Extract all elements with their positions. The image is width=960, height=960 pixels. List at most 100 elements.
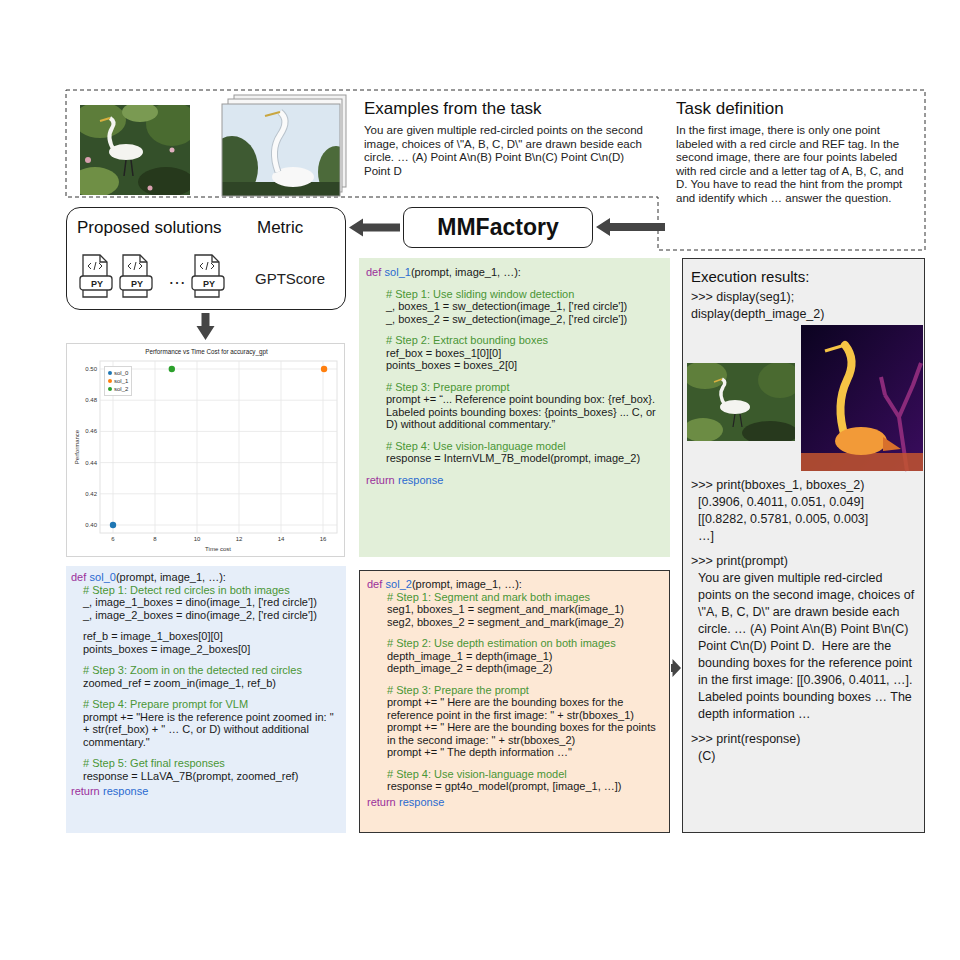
code-line: # Step 3: Prepare prompt bbox=[366, 381, 662, 394]
text-slot: Performance vs Time Cost for accuracy_gp… bbox=[67, 348, 346, 356]
code-box: defsol_2(prompt, image_1, …):# Step 1: S… bbox=[359, 570, 670, 833]
example-photo bbox=[80, 105, 190, 195]
depth-image-part bbox=[840, 345, 851, 437]
code-comment: # Step 4: Use vision-language model bbox=[387, 768, 567, 780]
code-line: response = InternVLM_7B_model(prompt, im… bbox=[366, 452, 662, 465]
code-line: # Step 4: Prepare prompt for VLM bbox=[71, 698, 338, 711]
code-line: response = LLaVA_7B(prompt, zoomed_ref) bbox=[71, 770, 338, 783]
text-slot: Proposed solutions bbox=[77, 218, 255, 238]
code-line: defsol_1(prompt, image_1, …): bbox=[366, 266, 662, 279]
legend-swatch bbox=[108, 387, 112, 391]
code-text: prompt += " Here are the bounding boxes … bbox=[387, 696, 634, 721]
body-text: Execution results: bbox=[691, 267, 916, 287]
depth-image-part bbox=[801, 453, 923, 471]
example-photo-part bbox=[80, 105, 126, 138]
code-line: ref_box = boxes_1[0][0] bbox=[366, 347, 662, 360]
grid-line bbox=[155, 361, 156, 533]
tick-label: 10 bbox=[187, 535, 207, 543]
metric-name: GPTScore bbox=[255, 270, 343, 288]
code-comment: # Step 3: Prepare prompt bbox=[386, 381, 510, 393]
code-text: _, boxes_1 = sw_detection(image_1, ['red… bbox=[386, 300, 627, 312]
label-slot: 0.40 bbox=[70, 521, 97, 529]
example-photo-stack-part bbox=[222, 104, 340, 196]
code-line: points_boxes = image_2_boxes[0] bbox=[71, 643, 338, 656]
code-text: points_boxes = boxes_2[0] bbox=[386, 359, 517, 371]
code-text: prompt += "Here is the reference point z… bbox=[83, 711, 337, 748]
code-line: _, image_2_boxes = dino(image_2, ['red c… bbox=[71, 609, 338, 622]
code-line: # Step 2: Extract bounding boxes bbox=[366, 334, 662, 347]
python-file-icon-part bbox=[192, 276, 224, 290]
return-value: response bbox=[103, 785, 148, 797]
text-block: Examples from the taskYou are given mult… bbox=[355, 99, 655, 196]
tick-label: 8 bbox=[145, 535, 165, 543]
code-line: returnresponse bbox=[71, 785, 338, 798]
file-tag: PY bbox=[193, 278, 225, 290]
flow-arrow bbox=[671, 659, 681, 677]
legend-entry: sol_2 bbox=[108, 385, 128, 393]
code-line: _, boxes_2 = sw_detection(image_2, ['red… bbox=[366, 313, 662, 326]
code-line: defsol_0(prompt, image_1, …): bbox=[71, 571, 338, 584]
segmented-photo-part bbox=[721, 379, 725, 405]
label-slot: 16 bbox=[313, 535, 333, 543]
legend-text: sol_1 bbox=[114, 377, 128, 385]
code-text: ref_b = image_1_boxes[0][0] bbox=[83, 630, 223, 642]
code-line: returnresponse bbox=[367, 796, 661, 809]
example-photo-part bbox=[100, 118, 110, 121]
process-box: MMFactory bbox=[403, 207, 593, 248]
code-comment: # Step 1: Segment and mark both images bbox=[387, 591, 590, 603]
python-file-icon-part bbox=[212, 255, 219, 262]
heading-text: Examples from the task bbox=[364, 99, 651, 119]
chart-legend: sol_0sol_1sol_2 bbox=[104, 366, 132, 396]
example-photo-stack-part-part bbox=[265, 112, 280, 116]
code-text: seg2, bboxes_2 = segment_and_mark(image_… bbox=[387, 616, 624, 628]
code-line: # Step 3: Zoom in on the detected red ci… bbox=[71, 664, 338, 677]
function-name: sol_0 bbox=[90, 571, 116, 583]
file-tag: PY bbox=[81, 278, 113, 290]
code-line: _, image_1_boxes = dino(image_1, ['red c… bbox=[71, 596, 338, 609]
code-text: depth_image_1 = depth(image_1) bbox=[387, 650, 552, 662]
code-text: zoomed_ref = zoom_in(image_1, ref_b) bbox=[83, 677, 276, 689]
python-file-icon-part bbox=[120, 276, 152, 290]
plot-area bbox=[100, 361, 337, 533]
example-photo-part bbox=[138, 167, 190, 195]
code-comment: # Step 4: Use vision-language model bbox=[386, 440, 566, 452]
text-slot: PY bbox=[81, 278, 113, 290]
code-comment: # Step 1: Use sliding window detection bbox=[386, 288, 574, 300]
code-line: ref_b = image_1_boxes[0][0] bbox=[71, 630, 338, 643]
code-comment: # Step 2: Extract bounding boxes bbox=[386, 334, 548, 346]
label-slot: 0.46 bbox=[70, 427, 97, 435]
tick-label: 0.46 bbox=[70, 427, 97, 435]
code-text: (prompt, image_1, …): bbox=[412, 578, 522, 590]
tick-label: 0.48 bbox=[70, 396, 97, 404]
body-text: >>> print(response) bbox=[691, 731, 916, 748]
depth-image-part bbox=[825, 345, 845, 351]
tick-label: 0.42 bbox=[70, 490, 97, 498]
label-slot: 0.50 bbox=[70, 365, 97, 373]
function-name: sol_2 bbox=[386, 578, 412, 590]
solutions-panel: Proposed solutionsMetricPYPY…PYGPTScore bbox=[66, 207, 346, 310]
execution-images bbox=[685, 325, 928, 473]
text-slot: PY bbox=[193, 278, 225, 290]
example-photo-part bbox=[109, 118, 114, 150]
code-line: seg1, bboxes_1 = segment_and_mark(image_… bbox=[367, 603, 661, 616]
scatter-plot bbox=[100, 361, 337, 533]
body-text: [0.3906, 0.4011, 0.051, 0.049] bbox=[691, 494, 916, 511]
grid-line bbox=[281, 361, 282, 533]
example-photo-part bbox=[170, 148, 175, 153]
code-comment: # Step 4: Prepare prompt for VLM bbox=[83, 698, 248, 710]
grid-line bbox=[100, 525, 337, 526]
code-line: # Step 4: Use vision-language model bbox=[367, 768, 661, 781]
flow-arrow bbox=[349, 219, 400, 237]
code-comment: # Step 1: Detect red circles in both ima… bbox=[83, 584, 290, 596]
file-tag: PY bbox=[121, 278, 153, 290]
body-text: (C) bbox=[691, 748, 916, 765]
grid-line bbox=[100, 493, 337, 494]
tick-label: 16 bbox=[313, 535, 333, 543]
depth-image-part bbox=[801, 325, 923, 471]
code-keyword: return bbox=[366, 474, 395, 486]
body-text: You are given multiple red-circled point… bbox=[691, 570, 916, 723]
python-file-icon-part bbox=[128, 262, 142, 270]
axis-title: Performance bbox=[73, 417, 81, 477]
body-text: >>> display(seg1); display(depth_image_2… bbox=[691, 289, 916, 323]
